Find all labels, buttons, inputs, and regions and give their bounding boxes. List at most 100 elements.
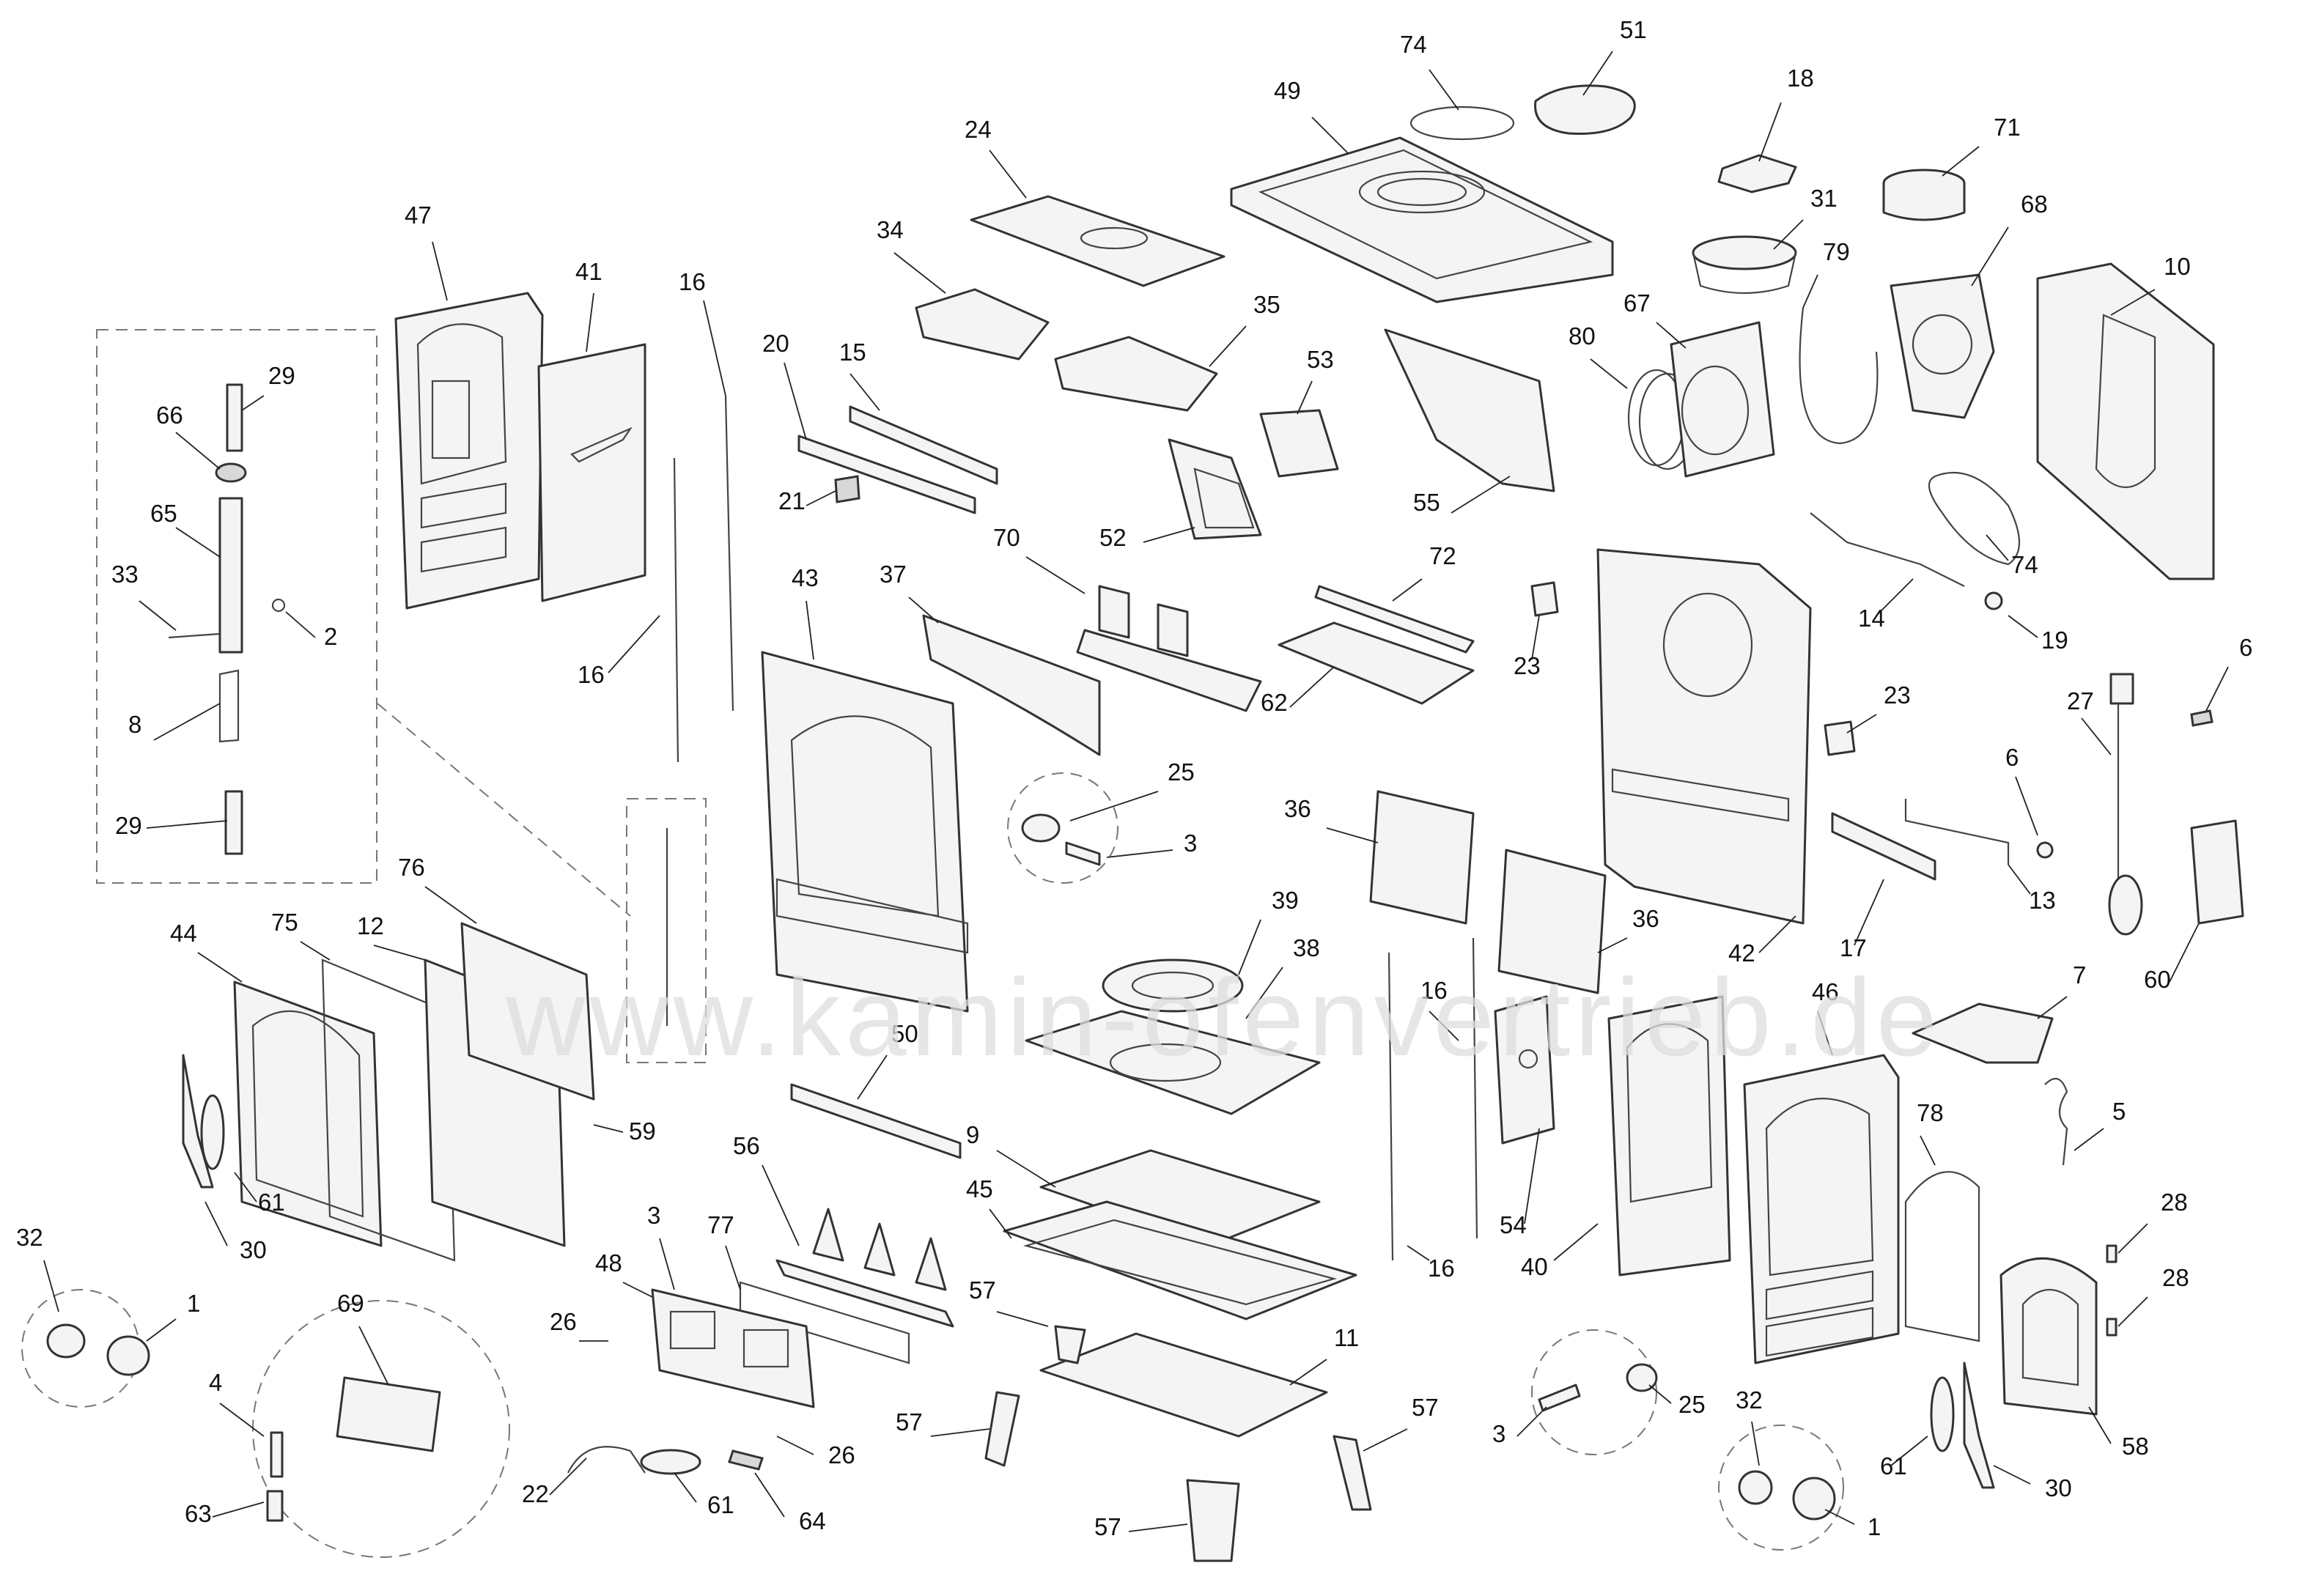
leader-line — [1209, 325, 1247, 367]
callout-16c: 16 — [1420, 977, 1459, 1041]
part-number-label: 38 — [1293, 934, 1320, 961]
leader-line — [358, 1326, 389, 1386]
callout-57b: 57 — [1363, 1394, 1439, 1452]
part-number-label: 14 — [1858, 605, 1885, 632]
callout-16b: 16 — [578, 615, 660, 688]
callout-35: 35 — [1209, 291, 1280, 367]
callout-36b: 36 — [1597, 905, 1659, 953]
leader-line — [153, 703, 221, 741]
part-28-pins — [2106, 1244, 2117, 1337]
leader-line — [622, 1282, 653, 1298]
part-18-small-plate — [1717, 154, 1797, 193]
part-number-label: 34 — [877, 216, 904, 243]
part-number-label: 12 — [357, 912, 384, 939]
part-number-label: 24 — [965, 116, 992, 143]
callout-16d: 16 — [1407, 1245, 1455, 1282]
leader-line — [1993, 1465, 2031, 1485]
leader-line — [1311, 117, 1349, 155]
callout-61c: 61 — [1880, 1436, 1928, 1479]
part-44-main-door — [233, 980, 383, 1247]
part-37-arch — [922, 614, 1101, 756]
leader-line — [1590, 358, 1628, 389]
callout-24: 24 — [965, 116, 1027, 199]
callout-63: 63 — [185, 1500, 265, 1527]
part-61-handle-cover — [640, 1449, 701, 1475]
leader-line — [1656, 322, 1687, 349]
part-number-label: 61 — [258, 1189, 285, 1216]
part-number-label: 64 — [799, 1507, 826, 1534]
part-74-gasket-ring — [1409, 106, 1515, 141]
leader-line — [1920, 1135, 1936, 1166]
leader-line — [608, 615, 660, 673]
part-number-label: 16 — [1428, 1255, 1455, 1282]
part-53-glass — [1259, 409, 1339, 478]
leader-line — [908, 596, 939, 624]
callout-3c: 3 — [1492, 1406, 1547, 1447]
part-52-grate — [1168, 438, 1262, 540]
leader-line — [930, 1428, 990, 1437]
callout-30b: 30 — [1993, 1465, 2072, 1501]
part-number-label: 17 — [1840, 934, 1867, 961]
part-number-label: 70 — [993, 524, 1020, 551]
callout-28a: 28 — [2117, 1189, 2188, 1254]
part-number-label: 41 — [575, 258, 602, 285]
leader-line — [1289, 1359, 1327, 1386]
part-number-label: 61 — [707, 1491, 734, 1518]
callout-15: 15 — [839, 339, 880, 411]
part-number-label: 60 — [2144, 966, 2171, 993]
part-54-bracket — [1494, 995, 1555, 1145]
callout-34: 34 — [877, 216, 946, 294]
callout-13: 13 — [2008, 864, 2056, 914]
part-number-label: 57 — [1094, 1513, 1121, 1540]
leader-line — [659, 1238, 675, 1290]
part-number-label: 71 — [1994, 114, 2021, 141]
leader-line — [586, 292, 594, 352]
callout-70: 70 — [993, 524, 1086, 594]
leader-line — [996, 1150, 1056, 1188]
part-number-label: 30 — [2045, 1474, 2072, 1501]
part-78-gasket — [1904, 1171, 1980, 1342]
callout-9: 9 — [966, 1121, 1056, 1188]
part-32-1-knob-right — [1718, 1425, 1844, 1551]
leader-line — [2015, 776, 2038, 836]
leader-line — [1773, 219, 1804, 250]
leader-line — [1025, 556, 1086, 594]
part-number-label: 18 — [1787, 64, 1814, 92]
callout-56: 56 — [733, 1132, 800, 1246]
leader-line — [725, 1245, 741, 1290]
callout-31: 31 — [1773, 185, 1838, 250]
part-77-gasket — [739, 1281, 910, 1364]
part-number-label: 40 — [1521, 1253, 1548, 1280]
part-30-61-handle — [182, 1054, 225, 1189]
part-number-label: 66 — [156, 402, 183, 429]
leader-line — [1648, 1384, 1672, 1404]
leader-line — [1582, 51, 1613, 96]
part-69-latch-detail — [252, 1300, 510, 1558]
leader-line — [1289, 666, 1335, 708]
callout-43: 43 — [792, 564, 819, 660]
leader-line — [2088, 1406, 2112, 1444]
callout-7: 7 — [2037, 961, 2086, 1019]
part-number-label: 78 — [1917, 1099, 1944, 1126]
leader-line — [43, 1260, 59, 1312]
callout-25b: 25 — [1648, 1384, 1706, 1418]
part-number-label: 48 — [595, 1249, 622, 1277]
part-number-label: 59 — [629, 1117, 656, 1145]
leader-line — [424, 886, 477, 924]
leader-line — [996, 1311, 1049, 1327]
part-45-base — [1003, 1200, 1357, 1320]
part-25-3-hinge — [1007, 772, 1118, 884]
leader-line — [1854, 879, 1884, 946]
leader-line — [857, 1054, 888, 1100]
part-31-flue-collar — [1692, 235, 1797, 295]
callout-3b: 3 — [647, 1202, 675, 1290]
part-number-label: 27 — [2067, 687, 2094, 714]
callout-6a: 6 — [2205, 634, 2252, 712]
part-number-label: 49 — [1274, 77, 1301, 104]
part-number-label: 44 — [170, 920, 197, 947]
leader-line — [1451, 476, 1511, 514]
leader-line — [1516, 1406, 1547, 1437]
part-number-label: 15 — [839, 339, 866, 366]
part-number-label: 53 — [1307, 346, 1334, 373]
part-62-tray — [1278, 621, 1475, 705]
